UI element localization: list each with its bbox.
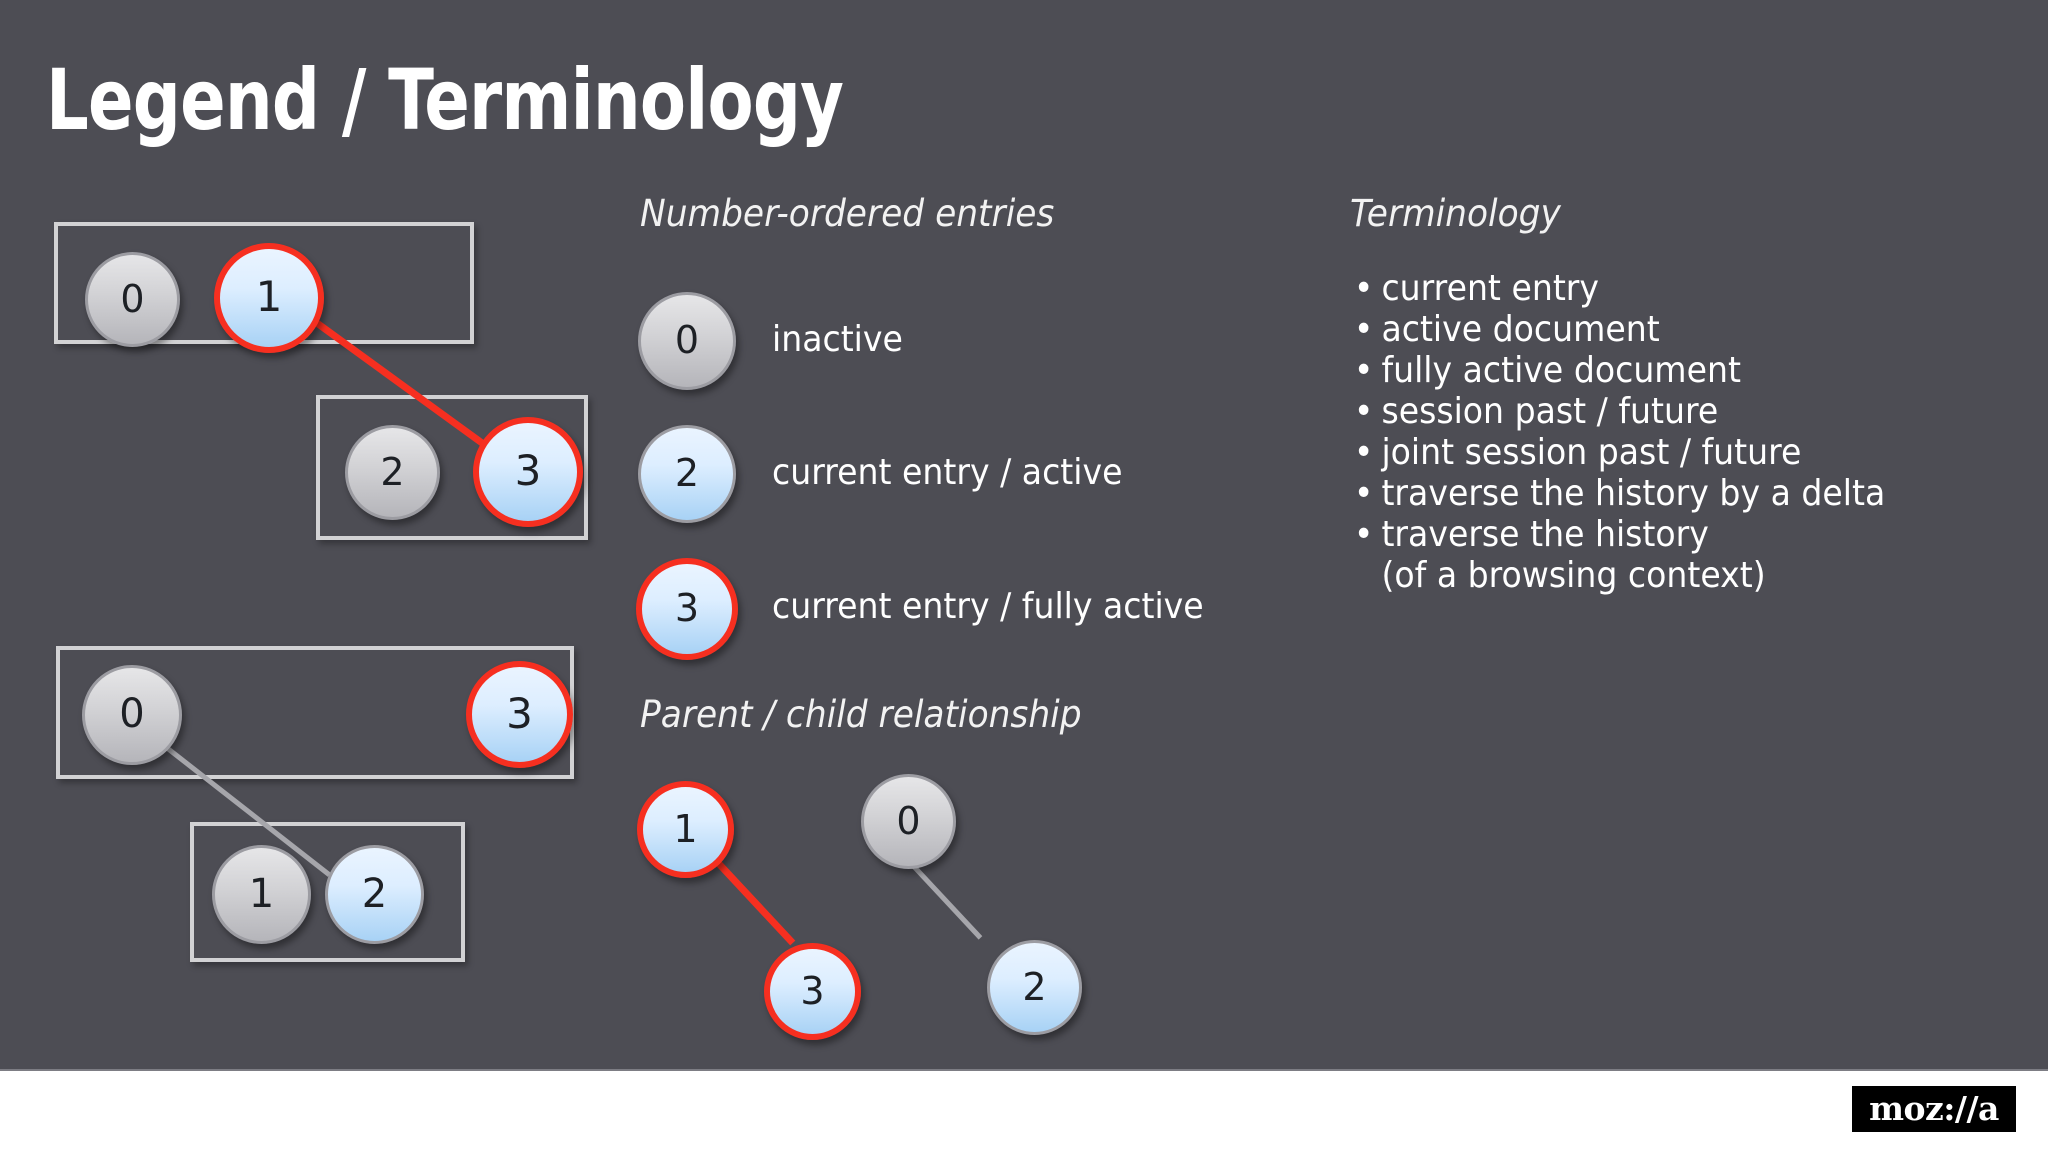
node-label: 1 (673, 806, 698, 851)
terminology-list: current entry active document fully acti… (1352, 268, 2032, 596)
node-entry-3-bottom: 3 (466, 661, 573, 768)
node-entry-2-bottom: 2 (325, 845, 424, 944)
session-history-box-2 (316, 395, 588, 540)
parent-node-1: 1 (637, 781, 734, 878)
terminology-heading: Terminology (1350, 192, 1561, 235)
list-item: current entry (1352, 268, 1978, 309)
node-entry-0: 0 (85, 252, 180, 347)
child-node-3: 3 (764, 943, 861, 1040)
mozilla-logo: moz://a (1852, 1086, 2016, 1132)
mozilla-wordmark: moz://a (1869, 1088, 1999, 1128)
node-label: 2 (1022, 964, 1047, 1009)
node-entry-3: 3 (473, 417, 583, 527)
session-history-box-4 (190, 822, 465, 962)
node-label: 3 (514, 446, 542, 495)
list-item: traverse the history (of a browsing cont… (1352, 514, 1978, 596)
node-label: 3 (674, 586, 700, 630)
node-label: 0 (120, 276, 145, 321)
number-ordered-heading: Number-ordered entries (640, 192, 1055, 235)
legend-label-active: current entry / active (772, 452, 1123, 493)
parent-child-heading: Parent / child relationship (640, 693, 1082, 736)
node-label: 1 (255, 272, 283, 321)
node-label: 0 (119, 691, 145, 737)
node-entry-2: 2 (345, 425, 440, 520)
list-item: session past / future (1352, 391, 1978, 432)
list-item: traverse the history by a delta (1352, 473, 1978, 514)
list-item: active document (1352, 309, 1978, 350)
legend-node-fully-active: 3 (636, 558, 738, 660)
node-label: 2 (361, 870, 388, 917)
node-label: 0 (896, 798, 921, 843)
parent-node-0: 0 (861, 774, 956, 869)
node-label: 1 (248, 870, 275, 917)
slide-canvas: Legend / Terminology 0 1 2 3 0 (0, 0, 2048, 1069)
legend-label-fully-active: current entry / fully active (772, 586, 1204, 627)
child-node-2: 2 (987, 940, 1082, 1035)
list-item: fully active document (1352, 350, 1978, 391)
page-title: Legend / Terminology (46, 51, 844, 149)
node-label: 3 (506, 688, 533, 738)
legend-label-inactive: inactive (772, 319, 903, 360)
node-label: 2 (674, 451, 700, 495)
node-entry-1: 1 (214, 243, 324, 353)
list-item: joint session past / future (1352, 432, 1978, 473)
node-label: 3 (800, 968, 825, 1013)
node-entry-0-bottom: 0 (82, 665, 182, 765)
node-label: 0 (674, 318, 700, 362)
footer-band (0, 1069, 2048, 1154)
legend-node-active: 2 (638, 425, 736, 523)
node-label: 2 (380, 449, 405, 494)
node-entry-1-bottom: 1 (212, 845, 311, 944)
legend-node-inactive: 0 (638, 292, 736, 390)
